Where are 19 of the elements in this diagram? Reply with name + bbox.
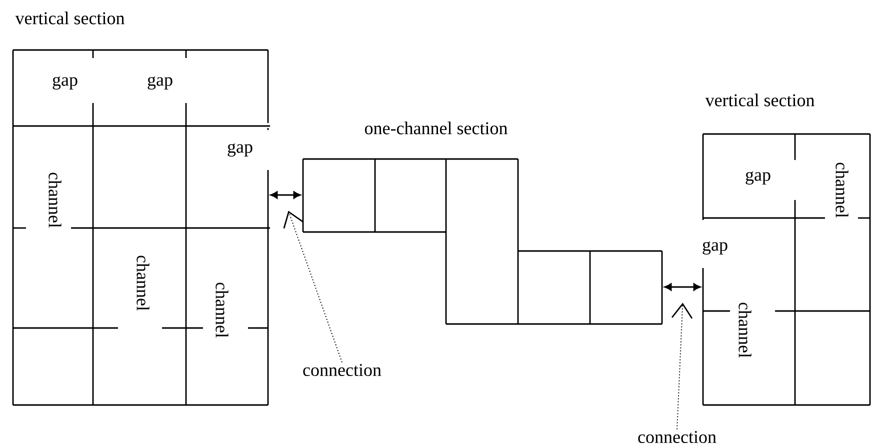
part-label: gap [746,171,770,185]
part-label: gap [148,76,172,90]
leader-line [283,210,342,363]
part-label: channel [738,302,752,358]
callout-text: connection [638,430,716,444]
double-arrow [664,283,701,291]
section-title: one-channel section [364,122,508,134]
part-label: channel [48,172,62,228]
part-label: gap [52,76,78,90]
part-label: channel [836,162,848,218]
part-label: gap [228,143,252,157]
callout-text: connection [303,364,382,376]
part-label: gap [702,241,728,255]
part-label: channel [136,256,150,311]
leader-line [671,302,693,430]
part-label: channel [216,282,228,338]
section-title: vertical section [15,12,124,24]
section-title: vertical section [705,94,814,106]
double-arrow [270,191,301,199]
